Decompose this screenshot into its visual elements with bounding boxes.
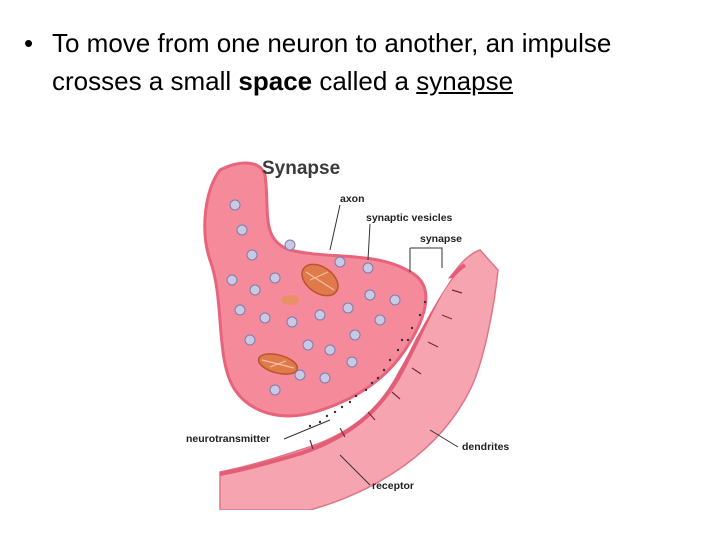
label-synapse: synapse xyxy=(420,233,462,245)
label-synaptic-vesicles: synaptic vesicles xyxy=(366,212,453,224)
receptor-marks xyxy=(309,289,463,450)
bullet-text-part2: called a xyxy=(312,66,417,96)
bullet-sentence: To move from one neuron to another, an i… xyxy=(52,24,704,100)
label-receptor: receptor xyxy=(372,480,414,492)
label-leaders xyxy=(283,204,459,486)
neurotransmitter-dots xyxy=(308,300,427,428)
bullet-text-part1: To move from one neuron to another, an i… xyxy=(52,28,612,96)
diagram-title: Synapse xyxy=(262,158,340,179)
mitochondrion xyxy=(281,295,299,305)
slide-bullet-text: • To move from one neuron to another, an… xyxy=(24,24,704,100)
bullet-underlined-word: synapse xyxy=(416,66,514,96)
bullet-bold-word: space xyxy=(238,66,313,96)
label-dendrites: dendrites xyxy=(462,441,509,453)
label-neurotransmitter: neurotransmitter xyxy=(186,433,270,445)
synapse-illustration: Synapse axon synaptic vesicles synapse n… xyxy=(186,158,509,510)
synapse-diagram: Synapse axon synaptic vesicles synapse n… xyxy=(180,150,510,510)
synaptic-cleft xyxy=(292,278,452,442)
bullet-marker: • xyxy=(24,28,34,58)
label-axon: axon xyxy=(340,193,365,205)
mitochondrion xyxy=(301,263,339,297)
synaptic-vesicles xyxy=(226,199,401,396)
